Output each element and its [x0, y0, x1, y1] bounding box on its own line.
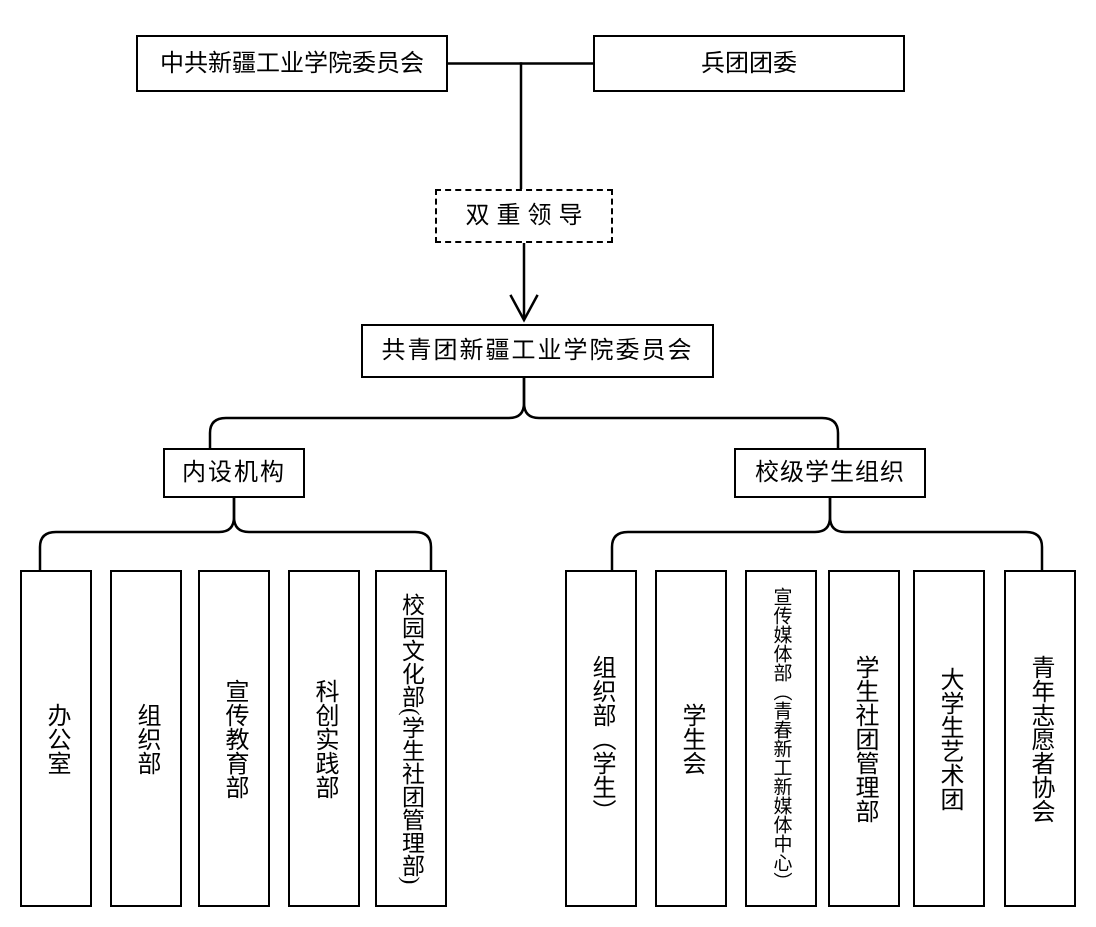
node-publicity-media-dept: 宣传媒体部（青春新工新媒体中心）	[745, 570, 817, 907]
dept-label: 组织部	[133, 702, 159, 775]
connector-fan-internal-right	[232, 496, 433, 572]
node-league-committee: 共青团新疆工业学院委员会	[361, 324, 714, 378]
connector-brace-right	[522, 376, 840, 450]
node-campus-culture-dept: 校园文化部(学生社团管理部)	[375, 570, 447, 907]
dept-label: 办公室	[43, 702, 69, 775]
node-youth-volunteer-association: 青年志愿者协会	[1004, 570, 1076, 907]
node-party-committee: 中共新疆工业学院委员会	[136, 35, 448, 92]
node-art-troupe: 大学生艺术团	[913, 570, 985, 907]
dept-label: 宣传媒体部（青春新工新媒体中心）	[770, 586, 792, 891]
dept-label: 大学生艺术团	[936, 666, 962, 811]
arrow-head-icon	[509, 294, 539, 323]
node-office: 办公室	[20, 570, 92, 907]
dept-label: 科创实践部	[311, 678, 337, 799]
node-internal-branch: 内设机构	[163, 448, 305, 498]
node-student-org-branch: 校级学生组织	[734, 448, 926, 498]
dept-label: 青年志愿者协会	[1027, 654, 1053, 823]
node-organization-dept: 组织部	[110, 570, 182, 907]
dept-label: 学生会	[678, 702, 704, 775]
dept-label: 学生社团管理部	[851, 654, 877, 823]
dept-label: 组织部（学生）	[588, 654, 614, 823]
node-dual-leadership: 双重领导	[435, 189, 613, 243]
connector-fan-stuorg-left	[610, 496, 832, 572]
connector-fan-internal-left	[38, 496, 236, 572]
node-club-management-dept: 学生社团管理部	[828, 570, 900, 907]
connector-brace-left	[208, 376, 526, 450]
dept-label: 宣传教育部	[221, 678, 247, 799]
node-student-union: 学生会	[655, 570, 727, 907]
dept-label: 校园文化部(学生社团管理部)	[398, 592, 424, 885]
node-publicity-education-dept: 宣传教育部	[198, 570, 270, 907]
node-sci-innovation-practice-dept: 科创实践部	[288, 570, 360, 907]
connector-fan-stuorg-right	[828, 496, 1044, 572]
node-corps-committee: 兵团团委	[593, 35, 905, 92]
node-student-organization-dept: 组织部（学生）	[565, 570, 637, 907]
